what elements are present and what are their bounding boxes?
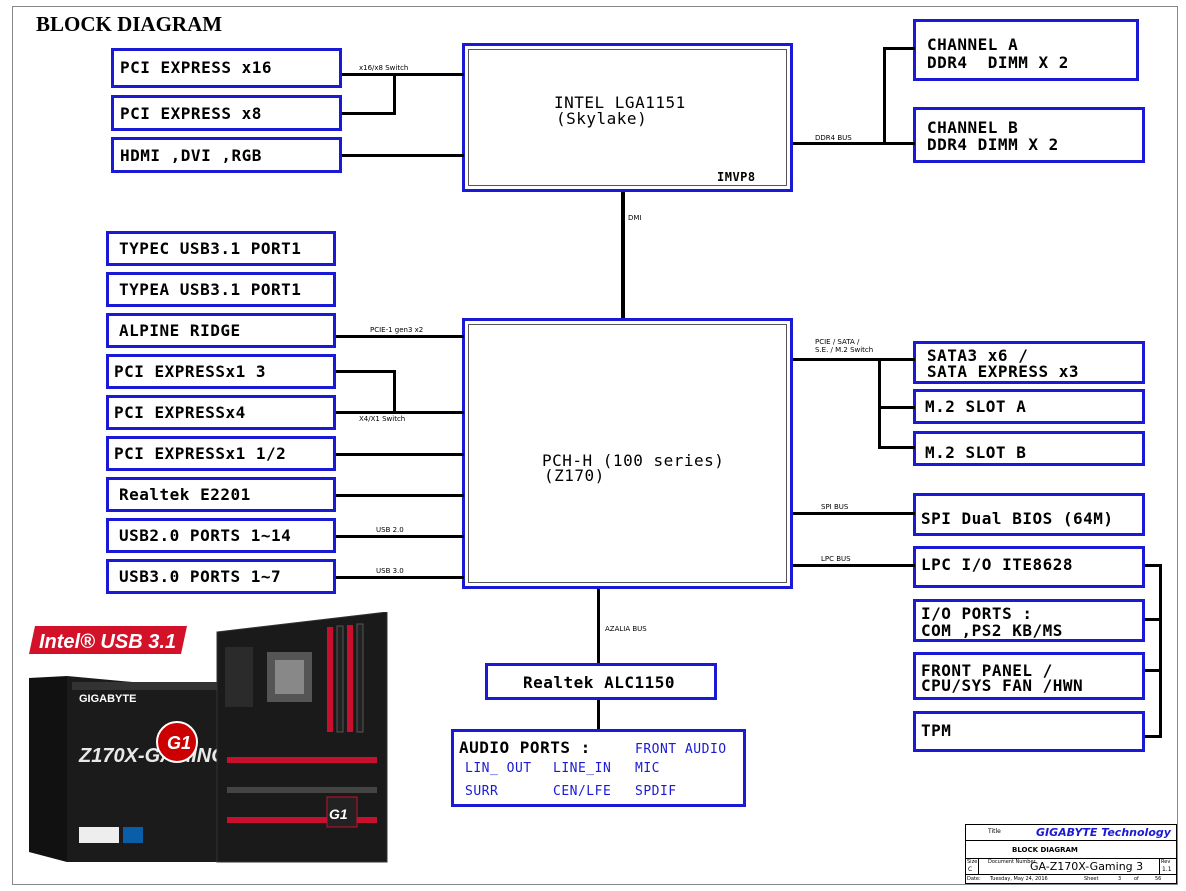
io-ports-box: I/O PORTS : COM ,PS2 KB/MS bbox=[913, 599, 1145, 642]
conn-front-panel bbox=[1145, 669, 1162, 672]
conn-x4 bbox=[336, 411, 464, 414]
motherboard: G1 bbox=[216, 611, 388, 863]
conn-usb2 bbox=[336, 535, 464, 538]
page-title: BLOCK DIAGRAM bbox=[36, 12, 223, 36]
display-out-box: HDMI ,DVI ,RGB bbox=[111, 137, 342, 173]
conn-pcie-sata bbox=[793, 358, 915, 361]
conn-m2b bbox=[878, 446, 915, 449]
svg-text:G1: G1 bbox=[167, 733, 191, 753]
front-panel-box: FRONT PANEL / CPU/SYS FAN /HWN bbox=[913, 652, 1145, 700]
channel-a-box: CHANNEL A DDR4 DIMM X 2 bbox=[913, 19, 1139, 81]
typec-usb31-box: TYPEC USB3.1 PORT1 bbox=[106, 231, 336, 266]
pcie-x4-box: PCI EXPRESSx4 bbox=[106, 395, 336, 430]
typea-usb31-box: TYPEA USB3.1 PORT1 bbox=[106, 272, 336, 307]
conn-alpine bbox=[336, 335, 464, 338]
bus-pcie-sata-1: PCIE / SATA / bbox=[815, 338, 860, 346]
conn-x8 bbox=[342, 112, 395, 115]
intel-usb31-badge: Intel® USB 3.1 bbox=[29, 626, 187, 654]
conn-azalia bbox=[597, 589, 600, 663]
pch-sub: (Z170) bbox=[544, 466, 605, 485]
pch-name: PCH-H (100 series) bbox=[542, 451, 725, 470]
realtek-lan-box: Realtek E2201 bbox=[106, 477, 336, 512]
conn-ddr4-vert bbox=[883, 47, 886, 145]
bus-spi: SPI BUS bbox=[821, 503, 849, 511]
conn-audio bbox=[597, 700, 600, 729]
conn-hdmi bbox=[342, 154, 464, 157]
bus-pcie1: PCIE-1 gen3 x2 bbox=[370, 326, 424, 334]
codec-box: Realtek ALC1150 bbox=[485, 663, 717, 700]
sheet-title: BLOCK DIAGRAM bbox=[1012, 846, 1078, 854]
alpine-ridge-box: ALPINE RIDGE bbox=[106, 313, 336, 348]
svg-text:Intel® USB 3.1: Intel® USB 3.1 bbox=[39, 631, 176, 653]
channel-b-box: CHANNEL B DDR4 DIMM X 2 bbox=[913, 107, 1145, 163]
pcie-x1-3-box: PCI EXPRESSx1 3 bbox=[106, 354, 336, 389]
conn-tpm bbox=[1145, 735, 1162, 738]
bus-usb2: USB 2.0 bbox=[376, 526, 404, 534]
conn-lpc-bus-vert bbox=[1159, 564, 1162, 738]
audio-ports-box: AUDIO PORTS : FRONT AUDIO LIN_ OUT LINE_… bbox=[451, 729, 746, 807]
bus-ddr4: DDR4 BUS bbox=[815, 134, 852, 142]
bus-pcie-sata-2: S.E. / M.2 Switch bbox=[815, 346, 874, 354]
product-image: Intel® USB 3.1 GIGABYTE Z170X-GAMING 3 G… bbox=[27, 611, 389, 867]
bus-lpc: LPC BUS bbox=[821, 555, 851, 563]
bus-dmi: DMI bbox=[628, 214, 642, 222]
svg-text:G1: G1 bbox=[329, 806, 348, 822]
cpu-sub: (Skylake) bbox=[556, 109, 648, 128]
sata-box: SATA3 x6 / SATA EXPRESS x3 bbox=[913, 341, 1145, 384]
cpu-name: INTEL LGA1151 bbox=[554, 93, 686, 112]
bus-azalia: AZALIA BUS bbox=[605, 625, 647, 633]
conn-x1-3 bbox=[336, 370, 396, 373]
lpc-io-box: LPC I/O ITE8628 bbox=[913, 546, 1145, 588]
conn-spi bbox=[793, 512, 915, 515]
cpu-vr: IMVP8 bbox=[717, 170, 756, 184]
conn-sata-vert bbox=[878, 358, 881, 449]
m2-slot-b-box: M.2 SLOT B bbox=[913, 431, 1145, 466]
conn-x4x1-vert bbox=[393, 370, 396, 413]
pch-block: PCH-H (100 series) (Z170) bbox=[462, 318, 793, 589]
bus-x4x1: X4/X1 Switch bbox=[359, 415, 406, 423]
conn-ddr4-a bbox=[883, 47, 915, 50]
title-block: Title GIGABYTE Technology BLOCK DIAGRAM … bbox=[965, 824, 1177, 884]
conn-ddr4 bbox=[793, 142, 915, 145]
pcie-x8-box: PCI EXPRESS x8 bbox=[111, 95, 342, 131]
m2-slot-a-box: M.2 SLOT A bbox=[913, 389, 1145, 424]
spi-bios-box: SPI Dual BIOS (64M) bbox=[913, 493, 1145, 536]
usb30-ports-box: USB3.0 PORTS 1~7 bbox=[106, 559, 336, 594]
svg-text:Z170X-GAMING 3: Z170X-GAMING 3 bbox=[78, 745, 243, 767]
pcie-x16-box: PCI EXPRESS x16 bbox=[111, 48, 342, 88]
conn-lpc-io bbox=[1145, 564, 1162, 567]
cpu-block: INTEL LGA1151 (Skylake) IMVP8 bbox=[462, 43, 793, 192]
product-box: GIGABYTE Z170X-GAMING 3 G1 bbox=[29, 676, 243, 862]
conn-lan bbox=[336, 494, 464, 497]
bus-usb3: USB 3.0 bbox=[376, 567, 404, 575]
conn-io-ports bbox=[1145, 618, 1162, 621]
pcie-x1-12-box: PCI EXPRESSx1 1/2 bbox=[106, 436, 336, 471]
tpm-box: TPM bbox=[913, 711, 1145, 752]
company-name: GIGABYTE Technology bbox=[1036, 826, 1171, 839]
svg-text:GIGABYTE: GIGABYTE bbox=[79, 693, 136, 705]
conn-usb3 bbox=[336, 576, 464, 579]
conn-dmi bbox=[621, 192, 625, 318]
conn-m2a bbox=[878, 406, 915, 409]
sheet-frame bbox=[12, 6, 1178, 885]
usb20-ports-box: USB2.0 PORTS 1~14 bbox=[106, 518, 336, 553]
conn-lpc bbox=[793, 564, 915, 567]
conn-x16 bbox=[342, 73, 464, 76]
document-number: GA-Z170X-Gaming 3 bbox=[1030, 860, 1144, 873]
conn-x1-12 bbox=[336, 453, 464, 456]
bus-x16x8: x16/x8 Switch bbox=[359, 64, 409, 72]
conn-x8-vert bbox=[393, 73, 396, 115]
